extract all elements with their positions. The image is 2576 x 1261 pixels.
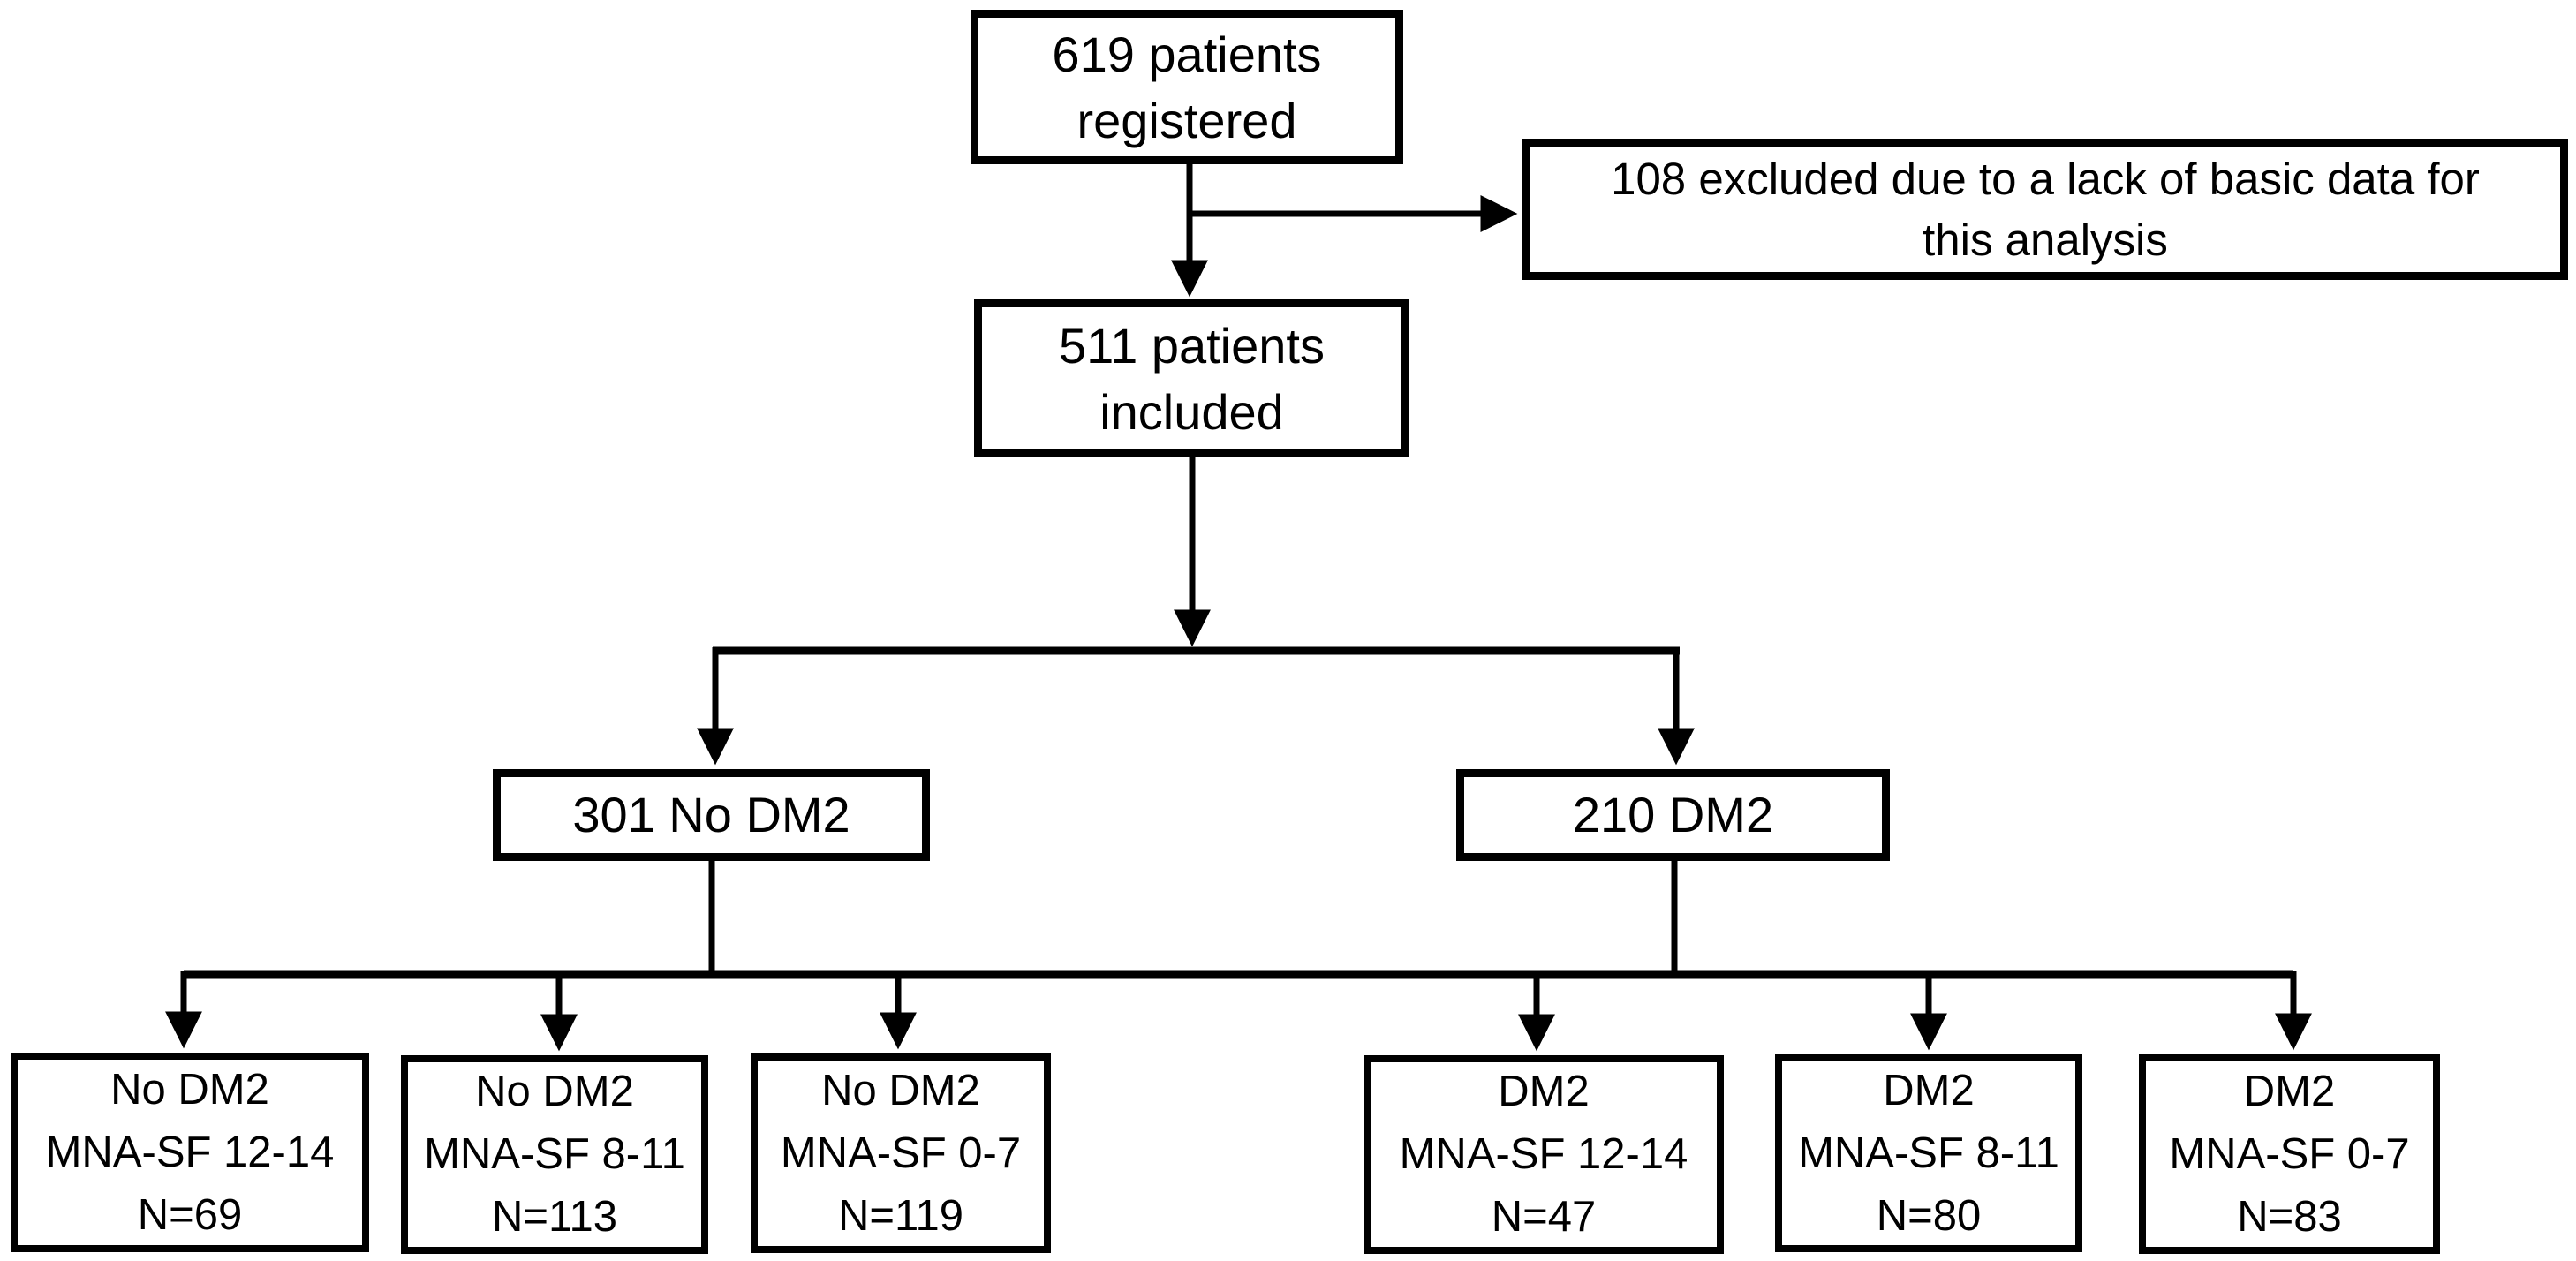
node-no-dm2-mna-0-7: No DM2 MNA-SF 0-7 N=119: [751, 1053, 1051, 1253]
subgroup-score-line: MNA-SF 8-11: [424, 1130, 685, 1178]
node-no-dm2-mna-8-11: No DM2 MNA-SF 8-11 N=113: [401, 1055, 708, 1254]
subgroup-score-line: MNA-SF 8-11: [1798, 1129, 2059, 1177]
excluded-line-1: 108 excluded due to a lack of basic data…: [1611, 154, 2480, 204]
registered-count-line: 619 patients: [1052, 26, 1322, 82]
dm2-label: 210 DM2: [1572, 787, 1774, 842]
included-count-line: 511 patients: [1059, 317, 1325, 374]
subgroup-group-line: No DM2: [475, 1068, 634, 1115]
subgroup-group-line: No DM2: [110, 1065, 269, 1114]
node-no-dm2: 301 No DM2: [493, 769, 930, 861]
subgroup-n-line: N=69: [137, 1190, 243, 1239]
included-label-line: included: [1099, 383, 1284, 440]
subgroup-n-line: N=80: [1876, 1191, 1982, 1240]
excluded-line-2: this analysis: [1923, 215, 2168, 265]
subgroup-n-line: N=83: [2237, 1192, 2342, 1241]
registered-label-line: registered: [1076, 92, 1297, 148]
node-patients-included: 511 patients included: [974, 299, 1409, 457]
node-excluded: 108 excluded due to a lack of basic data…: [1522, 139, 2568, 280]
subgroup-score-line: MNA-SF 12-14: [45, 1128, 335, 1176]
node-patients-registered: 619 patients registered: [971, 10, 1403, 164]
subgroup-score-line: MNA-SF 0-7: [2169, 1129, 2410, 1178]
node-no-dm2-mna-12-14: No DM2 MNA-SF 12-14 N=69: [11, 1053, 369, 1252]
subgroup-group-line: DM2: [2243, 1067, 2336, 1115]
subgroup-group-line: No DM2: [821, 1066, 980, 1114]
subgroup-group-line: DM2: [1883, 1066, 1975, 1114]
subgroup-n-line: N=119: [837, 1191, 964, 1240]
node-dm2: 210 DM2: [1456, 769, 1890, 861]
node-dm2-mna-0-7: DM2 MNA-SF 0-7 N=83: [2139, 1054, 2440, 1254]
subgroup-score-line: MNA-SF 12-14: [1399, 1130, 1688, 1178]
node-dm2-mna-12-14: DM2 MNA-SF 12-14 N=47: [1364, 1055, 1724, 1254]
subgroup-n-line: N=113: [491, 1193, 618, 1241]
subgroup-score-line: MNA-SF 0-7: [780, 1129, 1022, 1177]
subgroup-n-line: N=47: [1491, 1193, 1597, 1241]
node-dm2-mna-8-11: DM2 MNA-SF 8-11 N=80: [1775, 1054, 2082, 1252]
subgroup-group-line: DM2: [1498, 1068, 1590, 1115]
no-dm2-label: 301 No DM2: [572, 787, 850, 842]
